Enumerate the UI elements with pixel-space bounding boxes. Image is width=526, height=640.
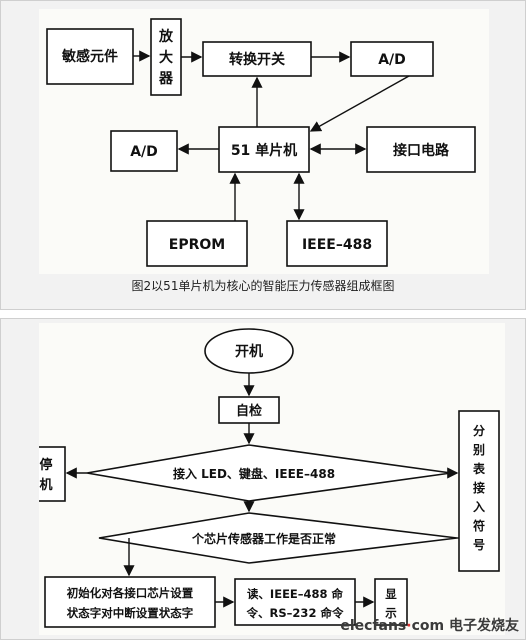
side-label-5: 入 xyxy=(473,500,485,514)
side-label-2: 别 xyxy=(472,443,485,457)
init-label-1: 初始化对各接口芯片设置 xyxy=(67,586,194,600)
stop-label-1: 停 xyxy=(39,457,52,473)
interface-circuit-box xyxy=(366,126,476,173)
stop-label-2: 机 xyxy=(39,477,52,493)
amplifier-box xyxy=(150,18,182,96)
interface-circuit-label: 接口电路 xyxy=(393,142,450,159)
amp-label-2: 大 xyxy=(159,49,173,66)
ad-right-label: A/D xyxy=(378,52,406,68)
sensor-element-label: 敏感元件 xyxy=(61,48,118,65)
read-label-1: 读、IEEE–488 命 xyxy=(247,587,344,601)
read-label-2: 令、RS–232 命令 xyxy=(246,606,344,620)
flowchart-panel: 开机 自检 停 机 接入 LED、键盘、IEEE–488 分 别 表 接 入 符… xyxy=(0,318,526,640)
init-box xyxy=(44,576,216,628)
ad-converter-left-box xyxy=(110,130,178,172)
display-label-1: 显 xyxy=(385,587,397,601)
switch-label: 转换开关 xyxy=(229,51,285,68)
side-label-4: 接 xyxy=(473,480,485,495)
display-label-2: 示 xyxy=(384,606,397,620)
flowchart: 开机 自检 停 机 接入 LED、键盘、IEEE–488 分 别 表 接 入 符… xyxy=(26,323,505,635)
site-watermark: elecfans·com 电子发烧友 xyxy=(340,615,519,635)
watermark-cn: 电子发烧友 xyxy=(449,618,519,634)
mcu-label: 51 单片机 xyxy=(231,142,297,159)
side-label-6: 符 xyxy=(473,518,485,533)
sensor-element-box xyxy=(46,28,134,85)
block-diagram: 敏感元件 放 大 器 转换开关 A/D A/D 51 单片机 接口电路 EPRO… xyxy=(39,9,489,274)
connect-label: 接入 LED、键盘、IEEE–488 xyxy=(173,466,335,481)
eprom-box xyxy=(146,220,248,267)
figure-caption: 图2以51单片机为核心的智能压力传感器组成框图 xyxy=(131,279,395,293)
assign-symbol-box xyxy=(458,410,500,572)
start-label: 开机 xyxy=(235,343,263,360)
amp-label-1: 放 xyxy=(158,28,174,45)
self-check-label: 自检 xyxy=(236,403,262,419)
block-diagram-panel: 敏感元件 放 大 器 转换开关 A/D A/D 51 单片机 接口电路 EPRO… xyxy=(0,0,526,310)
ieee488-box xyxy=(286,220,388,267)
read-box xyxy=(234,578,356,626)
amp-label-3: 器 xyxy=(158,71,174,87)
ad-converter-right-box xyxy=(350,41,434,77)
side-label-1: 分 xyxy=(473,423,485,438)
side-label-3: 表 xyxy=(472,461,486,476)
switch-box xyxy=(202,41,312,77)
watermark-tld: com xyxy=(411,618,445,634)
side-label-7: 号 xyxy=(473,537,485,552)
block-diagram-svg: 敏感元件 放 大 器 转换开关 A/D A/D 51 单片机 接口电路 EPRO… xyxy=(46,18,476,267)
ieee488-label: IEEE–488 xyxy=(302,237,372,253)
arrow-ad-to-mcu xyxy=(309,75,410,132)
flowchart-svg: 开机 自检 停 机 接入 LED、键盘、IEEE–488 分 别 表 接 入 符… xyxy=(26,328,500,628)
watermark-site: elecfans xyxy=(340,618,407,634)
display-box xyxy=(374,578,408,626)
sensor-check-label: 个芯片传感器工作是否正常 xyxy=(191,531,336,546)
init-label-2: 状态字对中断设置状态字 xyxy=(67,606,194,620)
self-check-box xyxy=(218,396,280,424)
ad-left-label: A/D xyxy=(130,144,158,160)
eprom-label: EPROM xyxy=(169,237,225,253)
watermark-dot: · xyxy=(406,618,412,634)
